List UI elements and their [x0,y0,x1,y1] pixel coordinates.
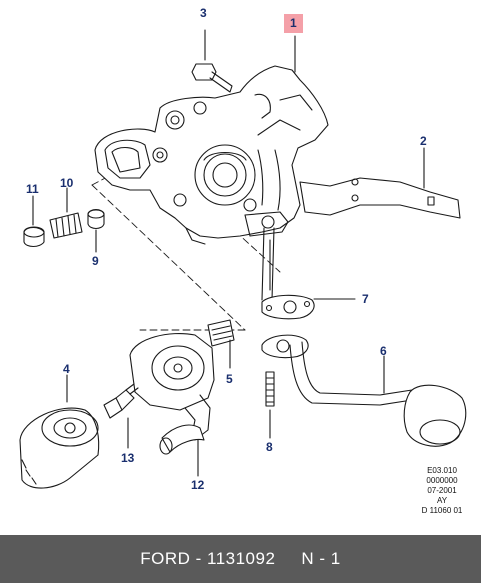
ref-code-block: E03.010 0000000 07-2001 AY D 11060 01 [410,466,474,516]
callout-4: 4 [63,362,70,376]
footer-quantity: N - 1 [301,549,341,568]
ref-code-line: D 11060 01 [421,506,463,515]
callout-10: 10 [60,176,74,190]
callout-3: 3 [200,6,207,20]
callout-1: 1 [284,14,303,33]
relief-valve-9 [87,208,105,253]
oil-filter-4 [19,374,100,489]
footer-part-number: 1131092 [207,549,276,568]
footer-separator: - [190,549,207,568]
bracket-2 [299,147,461,219]
callout-9: 9 [92,254,99,268]
stud-8 [265,371,275,439]
fitting-5 [207,319,235,369]
callout-5: 5 [226,372,233,386]
pressure-switch-13 [103,383,139,449]
callout-2: 2 [420,134,427,148]
oil-cooler [129,332,215,441]
callout-8: 8 [266,440,273,454]
oil-pickup-6 [261,334,467,447]
bolt-3 [191,29,233,93]
footer-bar: FORD - 1131092 N - 1 [0,535,481,583]
callout-11: 11 [26,182,39,196]
ref-code-line: 0000000 [426,476,458,485]
spring-10 [49,187,83,239]
pickup-tube-upper [261,227,275,301]
parts-diagram [19,29,467,489]
callout-13: 13 [121,451,135,465]
callout-7: 7 [362,292,369,306]
hose-12 [159,424,205,477]
ref-code-line: AY [436,496,448,505]
oil-pump-housing [94,65,329,245]
ref-code-line: 07-2001 [427,486,457,495]
gasket-7 [261,294,356,320]
footer-brand: FORD [140,549,191,568]
ref-code-line: E03.010 [427,466,457,475]
callout-6: 6 [380,344,387,358]
callout-12: 12 [191,478,205,492]
plug-11 [23,195,45,248]
